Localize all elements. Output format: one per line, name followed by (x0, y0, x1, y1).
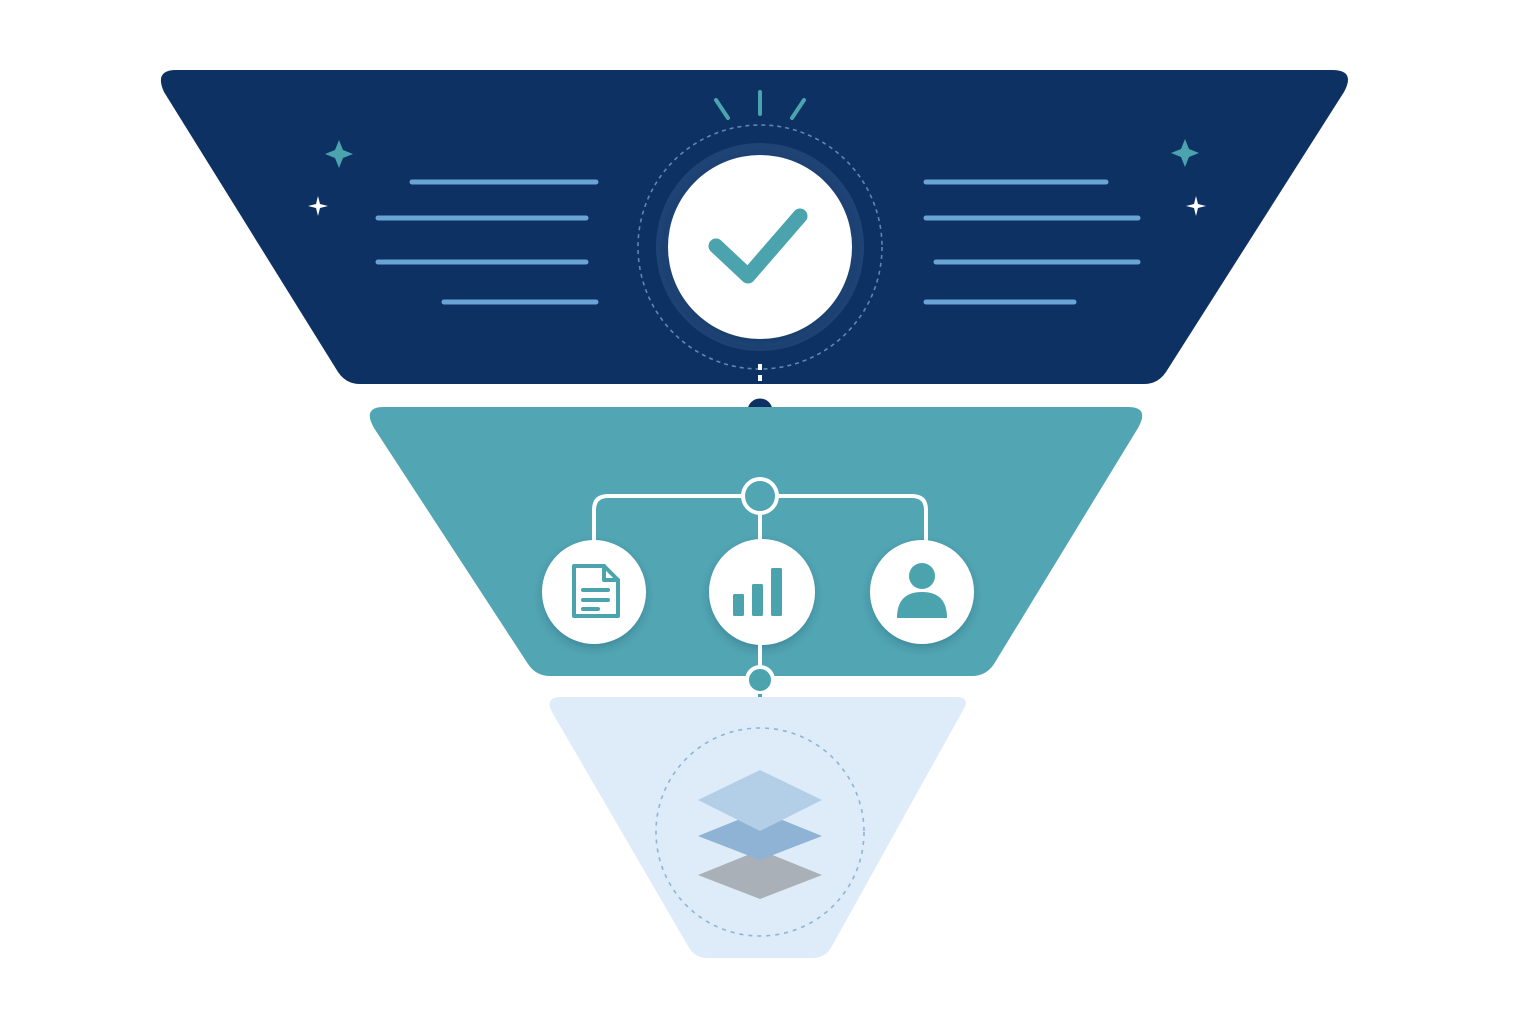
user-icon (897, 563, 947, 618)
bar-chart-node (709, 539, 815, 645)
check-halo (637, 124, 883, 370)
sparkle-icon (1186, 196, 1206, 216)
funnel-tier-middle (369, 407, 1143, 676)
bar-chart-icon (733, 568, 782, 616)
funnel-tier-bottom (549, 697, 966, 958)
check-circle (668, 155, 852, 339)
text-lines-left (375, 179, 599, 305)
user-node (870, 540, 974, 644)
burst-rays-icon (714, 90, 806, 120)
layers-icon (698, 770, 822, 899)
funnel-tier-top (160, 70, 1348, 384)
document-icon (572, 564, 620, 618)
sparkle-icon (1171, 139, 1199, 167)
document-node (542, 540, 646, 644)
sparkle-icon (308, 196, 328, 216)
connector-node (745, 665, 775, 695)
sparkle-icon (325, 140, 353, 168)
branch-node (741, 477, 779, 515)
text-lines-right (923, 179, 1141, 305)
layers-halo (655, 727, 865, 937)
check-icon (708, 208, 808, 284)
